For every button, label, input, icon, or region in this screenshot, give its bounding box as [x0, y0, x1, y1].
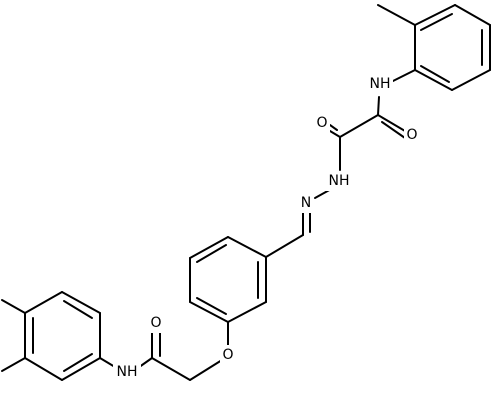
bond — [377, 96, 380, 116]
atom-o-ether: O — [220, 345, 236, 365]
bond — [63, 353, 93, 372]
bond — [420, 65, 450, 83]
atom-label-nh: NH — [117, 364, 138, 380]
atom-label-o: O — [222, 347, 233, 363]
label-background — [367, 74, 393, 94]
atom-labels: NH O O NH N O O NH — [113, 74, 420, 382]
bond — [377, 114, 406, 132]
atom-label-nh: NH — [370, 76, 391, 92]
bond — [454, 4, 491, 26]
bond — [388, 69, 416, 84]
atom-o-right: O — [404, 125, 420, 145]
bond — [61, 291, 101, 314]
bond — [63, 300, 93, 319]
bond — [189, 236, 229, 259]
bond — [414, 4, 456, 26]
bond — [339, 114, 379, 138]
bond — [451, 69, 491, 91]
bonds — [1, 4, 491, 381]
atom-nh-top: NH — [367, 74, 393, 94]
label-background — [314, 113, 330, 133]
label-background — [298, 193, 314, 213]
label-background — [113, 362, 141, 382]
bond — [196, 297, 227, 315]
atom-label-o: O — [406, 127, 417, 143]
atom-nh-hydrazide: NH — [325, 171, 353, 191]
atom-label-nh: NH — [329, 173, 350, 189]
bond — [227, 236, 267, 258]
bond — [381, 121, 406, 139]
bond — [151, 357, 191, 381]
label-background — [404, 125, 420, 145]
label-background — [220, 345, 236, 365]
atom-label-n: N — [301, 195, 311, 211]
bond — [414, 69, 453, 91]
bond — [227, 301, 267, 323]
label-background — [148, 313, 164, 333]
bond — [1, 299, 26, 314]
bond — [189, 301, 229, 323]
atom-nh-bottom: NH — [113, 362, 141, 382]
atom-label-o: O — [316, 115, 327, 131]
bond — [196, 244, 227, 263]
atom-o-amide: O — [148, 313, 164, 333]
bond — [265, 234, 304, 258]
atom-n-imine: N — [298, 193, 314, 213]
atom-o-left: O — [314, 113, 330, 133]
bond — [24, 357, 63, 381]
bond — [420, 13, 453, 31]
bond — [24, 291, 63, 314]
bond — [61, 357, 101, 381]
bond — [329, 130, 341, 138]
bond — [329, 124, 338, 131]
bond — [1, 357, 26, 372]
atom-label-o: O — [150, 315, 161, 331]
bond — [189, 359, 223, 381]
bond — [377, 4, 416, 26]
label-background — [325, 171, 353, 191]
